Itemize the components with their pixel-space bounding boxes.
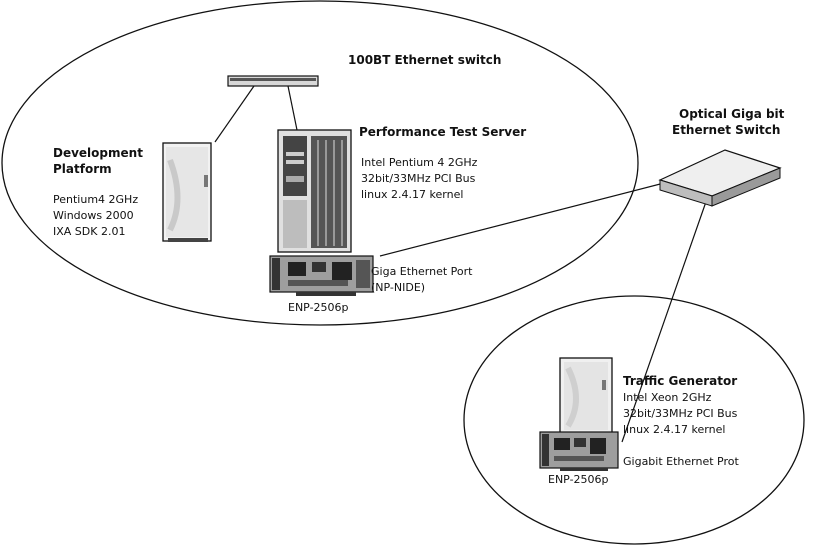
link-optical-switch-to-traffic-generator — [621, 195, 709, 443]
enp-card-icon-lower — [539, 431, 619, 471]
traffic-generator-spec-bus: 32bit/33MHz PCI Bus — [623, 407, 738, 420]
traffic-generator-spec-cpu: Intel Xeon 2GHz — [623, 391, 712, 404]
performance-server-spec-cpu: Intel Pentium 4 2GHz — [361, 156, 478, 169]
traffic-generator-spec-kernel: linux 2.4.17 kernel — [623, 423, 726, 436]
link-switch-to-server — [287, 85, 298, 131]
ethernet-switch-icon — [227, 75, 319, 87]
development-platform-spec-cpu: Pentium4 2GHz — [53, 193, 139, 206]
development-platform-tower-icon — [162, 142, 212, 242]
optical-switch-label-line-2: Ethernet Switch — [672, 123, 781, 137]
link-server-to-optical-switch — [379, 181, 669, 257]
gigabit-ethernet-prot-label: Gigabit Ethernet Prot — [623, 455, 739, 468]
lab-network-ellipse — [1, 0, 639, 326]
performance-server-title: Performance Test Server — [359, 125, 527, 139]
optical-switch-icon — [658, 149, 782, 207]
development-platform-spec-sdk: IXA SDK 2.01 — [53, 225, 126, 238]
optical-switch-label-line-1: Optical Giga bit — [679, 107, 785, 121]
performance-server-tower-icon — [277, 129, 352, 253]
development-platform-title-line-1: Development — [53, 146, 143, 160]
np-nide-label: (NP-NIDE) — [371, 281, 426, 294]
ethernet-switch-label: 100BT Ethernet switch — [348, 53, 502, 67]
development-platform-spec-os: Windows 2000 — [53, 209, 134, 222]
traffic-generator-title: Traffic Generator — [623, 374, 738, 388]
performance-server-spec-bus: 32bit/33MHz PCI Bus — [361, 172, 476, 185]
enp-card-label-lower: ENP-2506p — [548, 473, 609, 486]
giga-ethernet-port-label: Giga Ethernet Port — [371, 265, 473, 278]
performance-server-spec-kernel: linux 2.4.17 kernel — [361, 188, 464, 201]
traffic-generator-tower-icon — [559, 357, 613, 435]
traffic-generator-ellipse — [463, 295, 805, 545]
link-switch-to-devplatform — [214, 85, 255, 143]
enp-card-icon-upper — [269, 255, 374, 296]
enp-card-label-upper: ENP-2506p — [288, 301, 349, 314]
development-platform-title-line-2: Platform — [53, 162, 112, 176]
